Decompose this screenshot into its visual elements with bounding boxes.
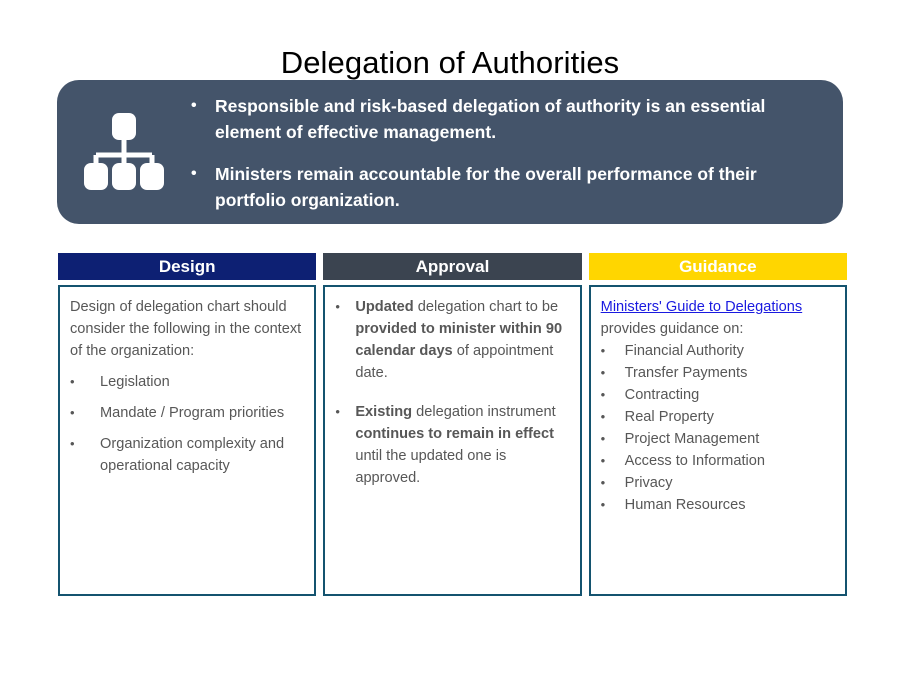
banner-bullet-2: • Ministers remain accountable for the o…	[191, 161, 817, 213]
list-item: • Legislation	[70, 371, 304, 393]
bullet-glyph: •	[70, 374, 75, 389]
list-item-label: Financial Authority	[624, 343, 744, 359]
guidance-intro: Ministers' Guide to Delegations provides…	[601, 296, 835, 340]
list-item: • Project Management	[601, 428, 835, 450]
summary-banner: • Responsible and risk-based delegation …	[57, 80, 843, 224]
list-item-label: Access to Information	[624, 453, 765, 469]
bullet-glyph: •	[70, 436, 75, 451]
bullet-glyph: •	[600, 475, 606, 490]
list-item: • Financial Authority	[601, 340, 835, 362]
list-item-label: Transfer Payments	[624, 365, 748, 381]
list-item-label: Updated delegation chart to be provided …	[355, 299, 563, 381]
list-item-label: Legislation	[100, 374, 170, 390]
column-guidance: Guidance Ministers' Guide to Delegations…	[588, 253, 847, 596]
column-body-approval: • Updated delegation chart to be provide…	[323, 285, 582, 596]
bullet-glyph: •	[600, 365, 606, 380]
list-item-label: Real Property	[624, 409, 714, 425]
banner-bullet-1-text: Responsible and risk-based delegation of…	[215, 96, 766, 142]
list-item: • Contracting	[601, 384, 835, 406]
list-item: • Organization complexity and operationa…	[70, 433, 304, 477]
list-item: • Transfer Payments	[601, 362, 835, 384]
bullet-glyph: •	[600, 387, 606, 402]
design-bullet-list: • Legislation • Mandate / Program priori…	[70, 371, 304, 477]
list-item: • Real Property	[601, 406, 835, 428]
bullet-glyph: •	[600, 431, 606, 446]
banner-bullet-2-text: Ministers remain accountable for the ove…	[215, 164, 757, 210]
list-item: • Privacy	[601, 472, 835, 494]
bullet-glyph: •	[600, 497, 606, 512]
list-item: • Human Resources	[601, 494, 835, 516]
column-design: Design Design of delegation chart should…	[58, 253, 317, 596]
banner-bullet-1: • Responsible and risk-based delegation …	[191, 93, 817, 145]
list-item: • Access to Information	[601, 450, 835, 472]
list-item: • Mandate / Program priorities	[70, 402, 304, 424]
bullet-glyph: •	[600, 453, 606, 468]
list-item-label: Mandate / Program priorities	[100, 405, 285, 421]
three-column-layout: Design Design of delegation chart should…	[58, 253, 847, 596]
column-header-guidance: Guidance	[588, 253, 847, 280]
design-intro-text: Design of delegation chart should consid…	[70, 299, 302, 359]
list-item: • Existing delegation instrument continu…	[335, 401, 569, 489]
column-body-guidance: Ministers' Guide to Delegations provides…	[588, 285, 847, 596]
banner-bullet-list: • Responsible and risk-based delegation …	[191, 91, 843, 213]
bullet-glyph: •	[335, 404, 340, 419]
bullet-glyph: •	[70, 405, 75, 420]
list-item-label: Project Management	[624, 431, 760, 447]
column-body-design: Design of delegation chart should consid…	[58, 285, 317, 596]
list-item-label: Human Resources	[624, 497, 746, 513]
list-item-label: Organization complexity and operational …	[100, 436, 285, 474]
column-header-design: Design	[58, 253, 317, 280]
list-item-label: Privacy	[624, 475, 673, 491]
bullet-glyph: •	[191, 165, 197, 182]
guidance-intro-text: provides guidance on:	[600, 321, 744, 337]
list-item: • Updated delegation chart to be provide…	[335, 296, 569, 384]
guidance-bullet-list: • Financial Authority • Transfer Payment…	[601, 340, 835, 516]
ministers-guide-link[interactable]: Ministers' Guide to Delegations	[600, 299, 803, 315]
column-approval: Approval • Updated delegation chart to b…	[323, 253, 582, 596]
bullet-glyph: •	[600, 343, 606, 358]
bullet-glyph: •	[600, 409, 606, 424]
bullet-glyph: •	[191, 97, 197, 114]
page-title: Delegation of Authorities	[280, 45, 620, 80]
bullet-glyph: •	[335, 299, 340, 314]
list-item-label: Contracting	[624, 387, 700, 403]
org-chart-icon	[57, 80, 191, 224]
list-item-label: Existing delegation instrument continues…	[355, 404, 556, 486]
column-header-approval: Approval	[323, 253, 582, 280]
approval-bullet-list: • Updated delegation chart to be provide…	[335, 296, 569, 489]
